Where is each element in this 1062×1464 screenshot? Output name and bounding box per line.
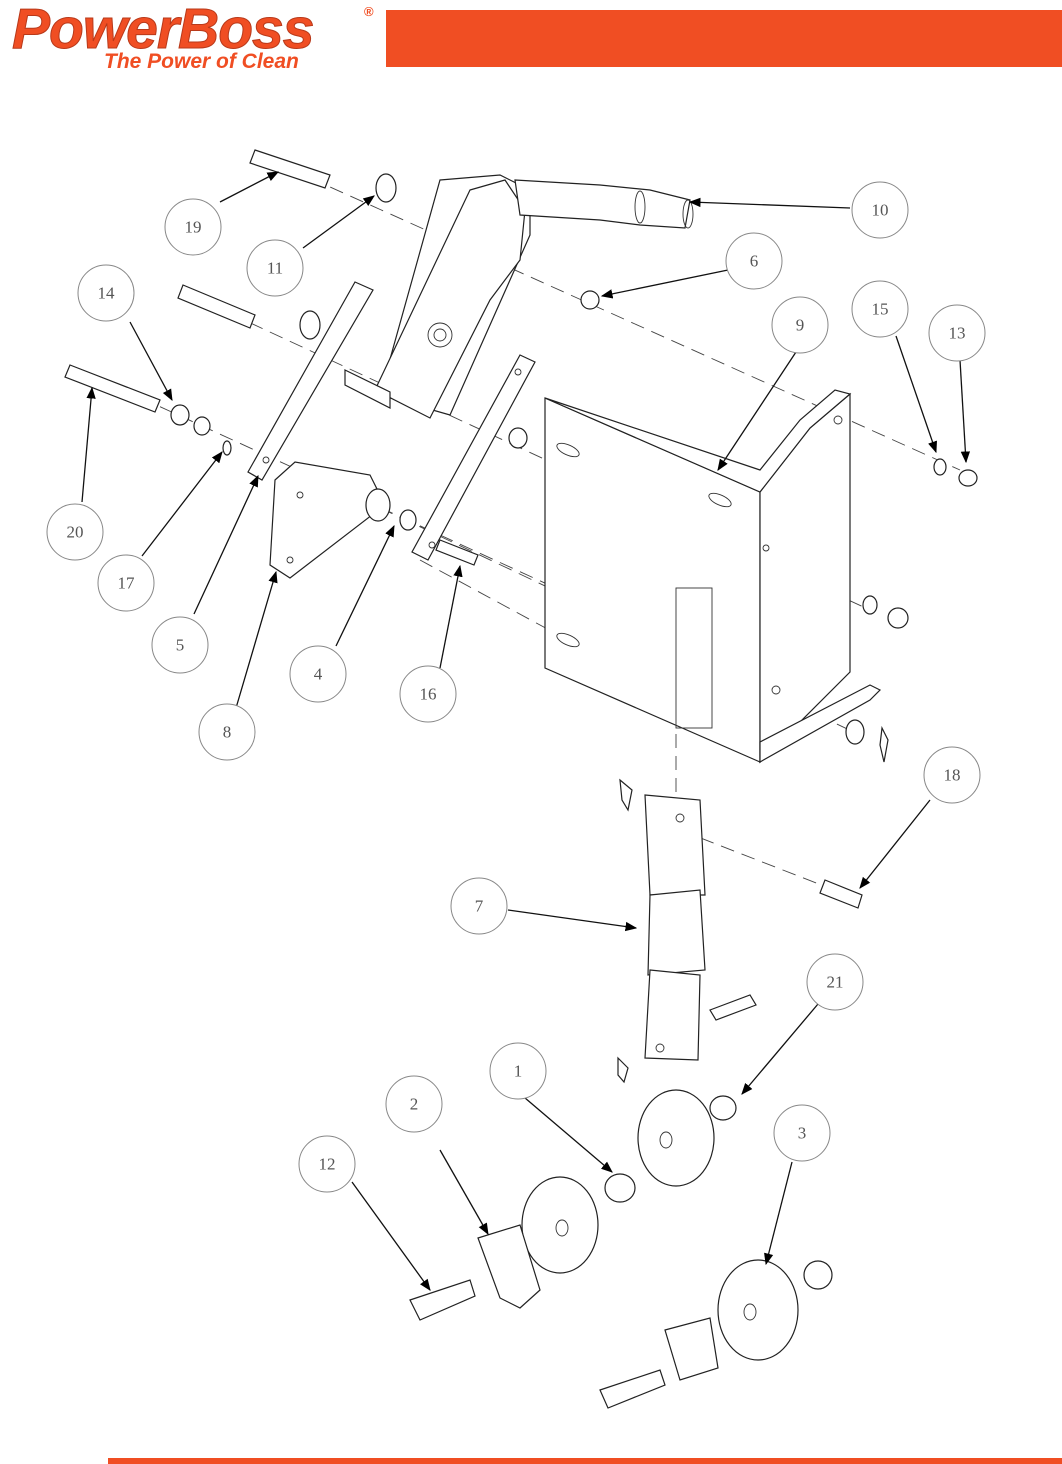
- callout-1: 1: [489, 1042, 547, 1100]
- svg-text:14: 14: [98, 284, 116, 303]
- callout-19: 19: [164, 198, 222, 256]
- svg-text:7: 7: [475, 897, 484, 916]
- svg-text:4: 4: [314, 665, 323, 684]
- callout-3: 3: [773, 1104, 831, 1162]
- clevis-assembly-part-7: [617, 778, 757, 1084]
- callout-20: 20: [46, 503, 104, 561]
- brand-name: PowerBoss: [11, 0, 314, 62]
- svg-text:1: 1: [514, 1062, 523, 1081]
- callout-7: 7: [450, 877, 508, 935]
- svg-text:9: 9: [796, 316, 805, 335]
- actuator-arm-part-10: [344, 174, 694, 419]
- svg-text:20: 20: [67, 523, 84, 542]
- svg-text:11: 11: [267, 259, 283, 278]
- frame-bracket-part-9: [544, 389, 882, 764]
- callout-9: 9: [771, 296, 829, 354]
- svg-text:19: 19: [185, 218, 202, 237]
- registered-mark: ®: [364, 4, 374, 19]
- callout-8: 8: [198, 703, 256, 761]
- brand-tagline: The Power of Clean: [104, 50, 299, 73]
- callout-12: 12: [298, 1135, 356, 1193]
- svg-text:21: 21: [827, 973, 844, 992]
- callout-5: 5: [151, 616, 209, 674]
- powerboss-logo: PowerBoss ® The Power of Clean: [8, 0, 378, 74]
- callout-17: 17: [97, 554, 155, 612]
- svg-text:5: 5: [176, 636, 185, 655]
- svg-text:12: 12: [319, 1155, 336, 1174]
- svg-text:16: 16: [420, 685, 437, 704]
- link-plates-part-5: [247, 281, 536, 561]
- svg-text:17: 17: [118, 574, 136, 593]
- callout-14: 14: [77, 264, 135, 322]
- callout-10: 10: [851, 181, 909, 239]
- callout-21: 21: [806, 953, 864, 1011]
- callout-13: 13: [928, 304, 986, 362]
- svg-text:6: 6: [750, 252, 759, 271]
- svg-text:3: 3: [798, 1124, 807, 1143]
- callout-16: 16: [399, 665, 457, 723]
- svg-text:13: 13: [949, 324, 966, 343]
- callout-6: 6: [725, 232, 783, 290]
- svg-text:8: 8: [223, 723, 232, 742]
- triangle-bracket-part-8: [269, 461, 391, 579]
- callout-11: 11: [246, 239, 304, 297]
- footer-accent-bar: [108, 1458, 1062, 1464]
- callout-4: 4: [289, 645, 347, 703]
- svg-text:10: 10: [872, 201, 889, 220]
- leader-lines: [81, 171, 971, 1291]
- callout-18: 18: [923, 746, 981, 804]
- callout-15: 15: [851, 280, 909, 338]
- callout-2: 2: [385, 1075, 443, 1133]
- svg-text:18: 18: [944, 766, 961, 785]
- svg-text:2: 2: [410, 1095, 419, 1114]
- header-accent-bar: [386, 10, 1062, 67]
- svg-text:15: 15: [872, 300, 889, 319]
- pulleys: [409, 1089, 833, 1409]
- fasteners: [64, 149, 978, 909]
